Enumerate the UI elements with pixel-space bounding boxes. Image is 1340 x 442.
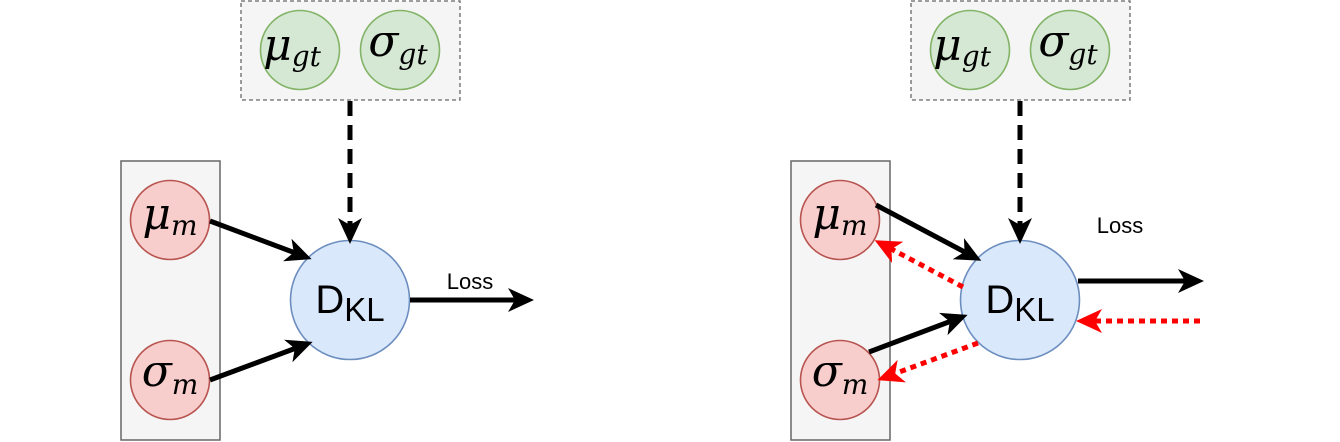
right-sigma-gt-symbol: σ (1038, 16, 1070, 67)
left-kl-node: DKL (289, 239, 411, 361)
right-mu-m-subscript: m (841, 209, 868, 242)
left-mu-m-symbol: μ (142, 189, 171, 240)
left-mu-gt-subscript: gt (292, 40, 322, 73)
right-arrow-sigma-to-kl (868, 312, 968, 355)
left-mu-gt-node: μgt (259, 9, 341, 91)
left-mu-m-node: μm (129, 179, 211, 261)
right-kl-node: DKL (959, 239, 1081, 361)
right-mu-gt-node: μgt (929, 9, 1011, 91)
svg-text:μm: μm (812, 189, 867, 242)
right-sigma-gt-node: σgt (1029, 9, 1111, 91)
svg-text:σm: σm (812, 346, 869, 401)
svg-text:σgt: σgt (1038, 16, 1098, 71)
svg-text:DKL: DKL (985, 278, 1054, 328)
svg-text:DKL: DKL (315, 278, 384, 328)
right-mu-gt-symbol: μ (933, 20, 962, 71)
svg-text:σgt: σgt (368, 16, 428, 71)
svg-text:μgt: μgt (933, 20, 992, 73)
left-kl-main: D (315, 278, 344, 322)
right-kl-main: D (985, 278, 1014, 322)
svg-text:μm: μm (142, 189, 197, 242)
right-mu-gt-subscript: gt (962, 40, 992, 73)
right-kl-subscript: KL (1014, 291, 1054, 328)
right-sigma-m-symbol: σ (812, 346, 844, 397)
right-arrow-mu-to-kl (874, 202, 982, 261)
left-mu-m-subscript: m (171, 209, 198, 242)
right-mu-m-symbol: μ (812, 189, 841, 240)
svg-text:μgt: μgt (263, 20, 322, 73)
right-mu-m-node: μm (799, 179, 881, 261)
left-arrow-sigma-to-kl (209, 339, 313, 383)
right-panel: μgt σgt μm σm DKL (790, 0, 1204, 441)
left-mu-gt-symbol: μ (263, 20, 292, 71)
left-arrow-mu-to-kl (209, 218, 312, 262)
right-sigma-gt-subscript: gt (1068, 38, 1098, 71)
left-loss-label: Loss (447, 269, 493, 294)
left-sigma-gt-subscript: gt (398, 38, 428, 71)
right-sigma-m-node: σm (799, 339, 881, 421)
left-panel: μgt σgt μm σm DKL (120, 0, 534, 441)
left-sigma-m-symbol: σ (142, 346, 174, 397)
left-sigma-m-node: σm (129, 339, 211, 421)
right-gradient-arrow-kl-to-sigma (877, 340, 979, 383)
left-sigma-m-subscript: m (172, 368, 199, 401)
left-sigma-gt-node: σgt (359, 9, 441, 91)
left-kl-subscript: KL (344, 291, 384, 328)
right-loss-label: Loss (1097, 213, 1143, 238)
svg-text:σm: σm (142, 346, 199, 401)
right-gradient-arrow-kl-to-mu (874, 240, 965, 290)
left-sigma-gt-symbol: σ (368, 16, 400, 67)
right-sigma-m-subscript: m (842, 368, 869, 401)
